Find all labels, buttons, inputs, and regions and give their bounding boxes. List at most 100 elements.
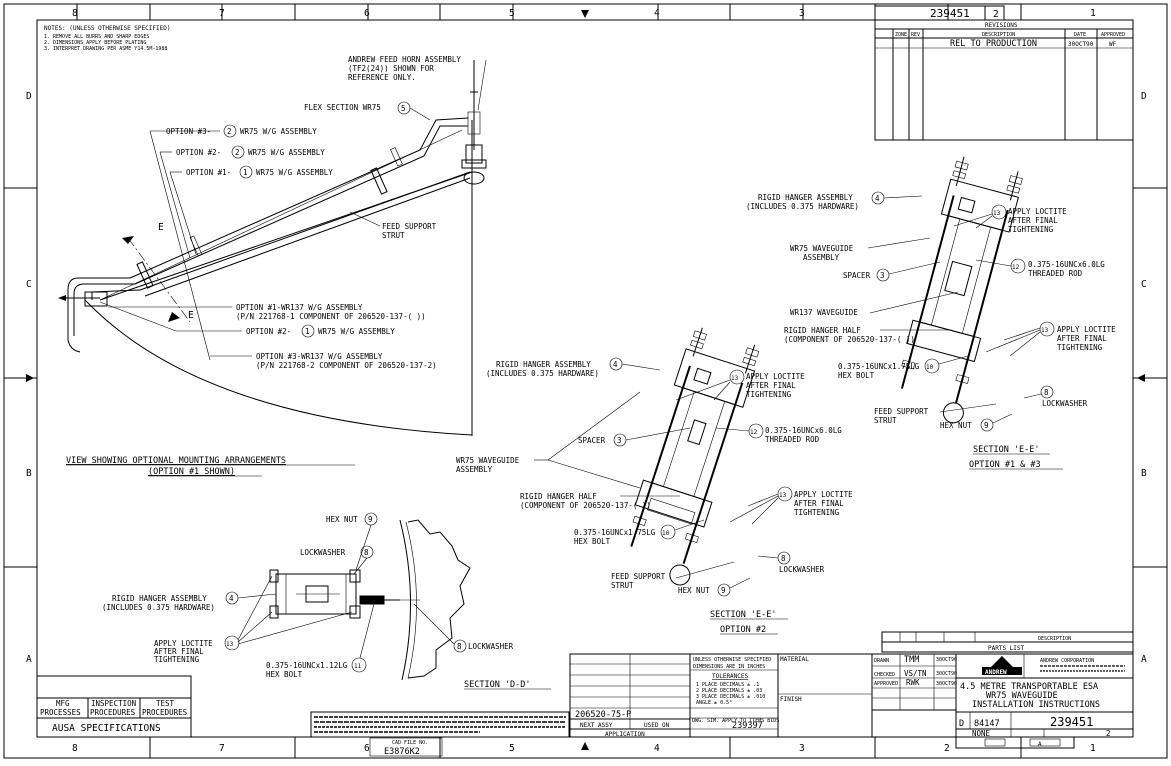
- ee13-strut-line2: STRUT: [874, 416, 897, 425]
- ee2-loctite-line2: AFTER FINAL: [746, 381, 796, 390]
- tolerance-block: UNLESS OTHERWISE SPECIFIED DIMENSIONS AR…: [689, 653, 779, 738]
- ee2-bolt-balloon: 10: [662, 530, 670, 537]
- ee13-title-line1: SECTION 'E-E': [973, 445, 1040, 455]
- tol-title: TOLERANCES: [712, 673, 749, 680]
- app-label: APPLICATION: [605, 731, 645, 738]
- approvals-block: DRAWN TMM 30OCT90 CHECKED VS/TN 30OCT90 …: [871, 653, 957, 711]
- ee2-title-line1: SECTION 'E-E': [710, 610, 777, 620]
- opt2-lower-balloon: 1: [305, 327, 310, 336]
- ee13-lockwasher-balloon: 8: [1044, 388, 1049, 397]
- spec-test-line1: TEST: [156, 699, 175, 708]
- tol-line-3: 3 PLACE DECIMALS ± .010: [696, 694, 765, 700]
- section-ee-option2-callouts: RIGID HANGER ASSEMBLY (INCLUDES 0.375 HA…: [456, 357, 853, 635]
- ee2-rigid-hanger-line2: (INCLUDES 0.375 HARDWARE): [486, 369, 599, 378]
- title-dwg-number: 239451: [1050, 715, 1093, 729]
- dd-rigid-hanger-balloon: 4: [229, 594, 234, 603]
- zone-row-d-right: D: [1141, 91, 1147, 102]
- zone-col-7-top: 7: [219, 8, 225, 19]
- option1-prefix: OPTION #1-: [186, 168, 231, 177]
- zone-row-c-left: C: [26, 279, 32, 290]
- opt3-wr137-line2: (P/N 221768-2 COMPONENT OF 206520-137-2): [256, 361, 437, 370]
- cad-file-value: E3876K2: [384, 747, 420, 757]
- zone-col-1-top: 1: [1090, 8, 1096, 19]
- approval-drawn-label: DRAWN: [874, 658, 889, 664]
- ee2-loctite2-line1: APPLY LOCTITE: [794, 490, 853, 499]
- spec-insp-line2: PROCEDURES: [90, 708, 136, 717]
- opt2-lower-text: WR75 W/G ASSEMBLY: [318, 327, 395, 336]
- main-view-caption-line2: (OPTION #1 SHOWN): [148, 467, 235, 477]
- option3-balloon: 2: [227, 127, 232, 136]
- ee2-rod-line1: 0.375-16UNCx6.0LG: [765, 426, 842, 435]
- spec-test-line2: PROCEDURES: [142, 708, 188, 717]
- ee2-title-line2: OPTION #2: [720, 625, 766, 635]
- material-finish-block: MATERIAL FINISH: [777, 653, 873, 738]
- andrew-logo: ANDREW: [982, 656, 1022, 676]
- feed-strut-line2: STRUT: [382, 231, 405, 240]
- ee2-strut-line1: FEED SUPPORT: [611, 572, 666, 581]
- zone-row-a-left: A: [26, 654, 32, 665]
- title-block: ANDREW ANDREW CORPORATION 4.5 METRE TRAN…: [955, 653, 1134, 738]
- top-dwg-number: 239451: [930, 7, 970, 20]
- spec-mfg-line2: PROCESSES: [40, 708, 81, 717]
- ee2-strut-line2: STRUT: [611, 581, 634, 590]
- rev-header-rev: REV: [911, 32, 920, 38]
- approval-drawn-date: 30OCT90: [936, 657, 957, 663]
- ee13-loctite2-line1: APPLY LOCTITE: [1057, 325, 1116, 334]
- dd-bolt-line2: HEX BOLT: [266, 670, 303, 679]
- section-dd-title: SECTION 'D-D': [464, 680, 531, 690]
- zone-row-d-left: D: [26, 91, 32, 102]
- rev-approved: WF: [1109, 41, 1117, 48]
- ee2-lockwasher-balloon: 8: [781, 554, 786, 563]
- dd-loctite-line2: AFTER FINAL: [154, 647, 204, 656]
- material-label: MATERIAL: [780, 656, 809, 663]
- feed-horn-callout-line3: REFERENCE ONLY.: [348, 73, 416, 82]
- flex-section-balloon: 5: [401, 104, 406, 113]
- dd-rigid-hanger-line1: RIGID HANGER ASSEMBLY: [112, 594, 207, 603]
- main-view-caption-line1: VIEW SHOWING OPTIONAL MOUNTING ARRANGEME…: [66, 456, 286, 466]
- ee2-loctite2-balloon: 13: [779, 492, 787, 499]
- title-line-1: 4.5 METRE TRANSPORTABLE ESA: [960, 682, 1098, 692]
- drawing-number-top: 239451 2: [874, 5, 1005, 21]
- top-sheet-number: 2: [993, 9, 999, 20]
- opt1-wr137-line1: OPTION #1-WR137 W/G ASSEMBLY: [236, 303, 363, 312]
- dd-loctite-line1: APPLY LOCTITE: [154, 639, 213, 648]
- ee13-spacer: SPACER: [843, 271, 871, 280]
- title-scale: NONE: [972, 729, 991, 738]
- tol-similar-value: 239397: [732, 721, 763, 731]
- ee2-waveguide-line2: ASSEMBLY: [456, 465, 493, 474]
- title-line-3: INSTALLATION INSTRUCTIONS: [972, 700, 1100, 710]
- dd-hex-nut-balloon: 9: [368, 515, 373, 524]
- zone-col-7-bottom: 7: [219, 743, 225, 754]
- option1-text: WR75 W/G ASSEMBLY: [256, 168, 333, 177]
- approval-drawn: TMM: [904, 655, 919, 665]
- ee2-hex-nut-balloon: 9: [721, 586, 726, 595]
- zone-col-5-bottom: 5: [509, 743, 515, 754]
- zone-col-4-bottom: 4: [654, 743, 660, 754]
- rev-header-description: DESCRIPTION: [982, 32, 1015, 38]
- dd-lockwasher2-balloon: 8: [457, 642, 462, 651]
- ee2-loctite2-line2: AFTER FINAL: [794, 499, 844, 508]
- zone-col-6-bottom: 6: [364, 743, 370, 754]
- section-ee-option13-drawing: [900, 156, 1023, 424]
- reflector-dish: [84, 299, 473, 436]
- option2-balloon: 2: [235, 148, 240, 157]
- note-2: 2. DIMENSIONS APPLY BEFORE PLATING: [44, 40, 146, 46]
- tol-line-2: 2 PLACE DECIMALS ± .03: [696, 688, 762, 694]
- ee13-title-line2: OPTION #1 & #3: [969, 460, 1041, 470]
- feed-horn-callout-line1: ANDREW FEED HORN ASSEMBLY: [348, 55, 461, 64]
- footer-rev: A: [1038, 741, 1042, 748]
- title-size: D: [959, 719, 964, 729]
- dd-hex-nut: HEX NUT: [326, 515, 358, 524]
- parts-list-description: DESCRIPTION: [1038, 636, 1071, 642]
- ee13-hex-nut: HEX NUT: [940, 421, 972, 430]
- specifications-box: MFG PROCESSES INSPECTION PROCEDURES TEST…: [36, 675, 192, 738]
- dd-loctite-balloon: 13: [226, 641, 234, 648]
- zone-col-3-top: 3: [799, 8, 805, 19]
- ee2-lockwasher: LOCKWASHER: [779, 565, 825, 574]
- section-e-label-top: E: [158, 222, 164, 233]
- ee13-loctite-line2: AFTER FINAL: [1008, 216, 1058, 225]
- option3-text: WR75 W/G ASSEMBLY: [240, 127, 317, 136]
- ee13-loctite2-line3: TIGHTENING: [1057, 343, 1103, 352]
- ee13-loctite-line1: APPLY LOCTITE: [1008, 207, 1067, 216]
